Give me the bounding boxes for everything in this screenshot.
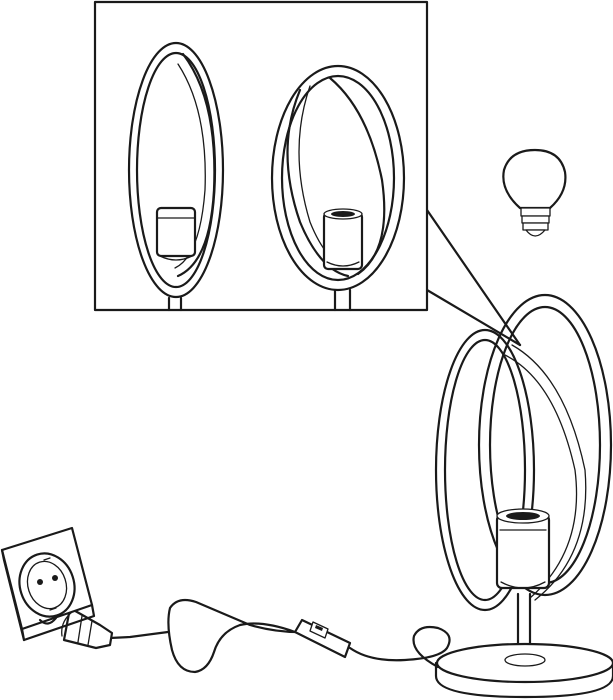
table-lamp: [434, 293, 613, 699]
light-bulb-icon: [502, 148, 567, 237]
wall-socket: [0, 526, 96, 642]
zoom-lines: [425, 208, 522, 347]
lamp-socket: [495, 508, 551, 590]
detail-lamp-with-socket: [270, 64, 406, 312]
zoom-callout: [93, 0, 522, 347]
cable: [108, 598, 451, 674]
lamp-base: [434, 642, 613, 699]
plug: [61, 606, 114, 650]
detail-lamp-without-bulb: [127, 41, 225, 312]
lamp-stem: [516, 592, 532, 652]
inline-switch: [293, 618, 352, 659]
